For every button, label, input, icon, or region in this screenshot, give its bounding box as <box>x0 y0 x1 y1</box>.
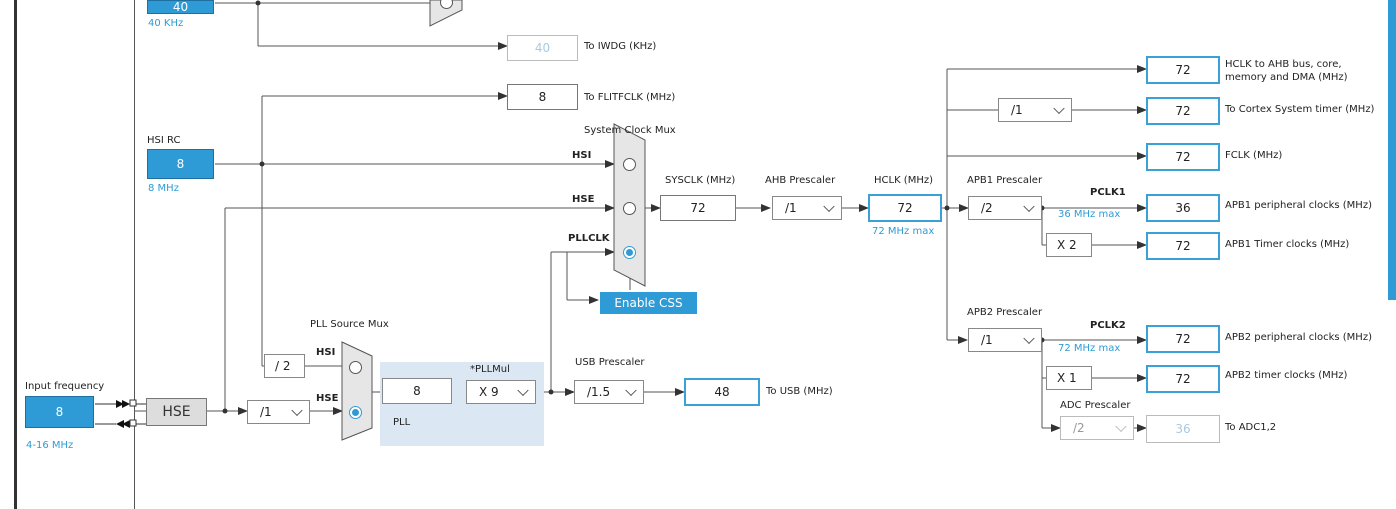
flitf-label: To FLITFCLK (MHz) <box>584 92 676 103</box>
apb1-timer-value-box: 72 <box>1146 232 1220 260</box>
sysmux-hse-label: HSE <box>572 194 595 205</box>
ahb-prescaler-title: AHB Prescaler <box>765 175 836 186</box>
cortex-divider-value: /1 <box>1011 103 1023 117</box>
left-panel-border <box>14 0 17 509</box>
usb-prescaler-value: /1.5 <box>587 385 611 399</box>
hclk-ahb-label-line2: memory and DMA (MHz) <box>1225 72 1348 83</box>
scrollbar[interactable] <box>1388 0 1396 300</box>
pllsrc-hsi-radio[interactable] <box>349 361 362 374</box>
pclk2-label: PCLK2 <box>1090 320 1126 331</box>
input-frequency-range: 4-16 MHz <box>26 440 74 451</box>
hse-oscillator: HSE <box>146 398 207 426</box>
apb1-timer-label: APB1 Timer clocks (MHz) <box>1225 239 1350 250</box>
chevron-down-icon <box>517 384 529 397</box>
sysmux-hsi-radio[interactable] <box>623 158 636 171</box>
flitf-value-box: 8 <box>507 84 578 110</box>
apb2-periph-value-box: 72 <box>1146 325 1220 353</box>
pll-source-mux-title: PLL Source Mux <box>310 319 389 330</box>
fclk-label: FCLK (MHz) <box>1225 150 1283 161</box>
usb-prescaler-select[interactable]: /1.5 <box>574 380 644 404</box>
hsi-frequency: 8 MHz <box>148 183 179 194</box>
sysmux-pllclk-radio[interactable] <box>623 246 636 259</box>
apb1-periph-label: APB1 peripheral clocks (MHz) <box>1225 200 1372 211</box>
adc-prescaler-value: /2 <box>1073 421 1085 435</box>
pll-source-mux-shape <box>341 341 373 441</box>
iwdg-value-box: 40 <box>507 35 578 61</box>
apb2-timer-label: APB2 timer clocks (MHz) <box>1225 370 1348 381</box>
apb2-prescaler-title: APB2 Prescaler <box>967 307 1043 318</box>
cortex-value-box: 72 <box>1146 97 1220 125</box>
panel-divider <box>134 0 135 509</box>
chevron-down-icon <box>823 200 835 213</box>
chevron-down-icon <box>1023 332 1035 345</box>
hclk-title: HCLK (MHz) <box>874 175 934 186</box>
pll-input-value: 8 <box>382 378 452 404</box>
input-frequency-value[interactable]: 8 <box>25 396 94 428</box>
adc-label: To ADC1,2 <box>1225 422 1277 433</box>
pllsrc-hse-radio[interactable] <box>349 406 362 419</box>
pll-multiplier-select[interactable]: X 9 <box>466 380 536 404</box>
apb2-prescaler-select[interactable]: /1 <box>968 328 1042 352</box>
ahb-prescaler-select[interactable]: /1 <box>772 196 842 220</box>
cortex-label: To Cortex System timer (MHz) <box>1225 104 1375 115</box>
ahb-prescaler-value: /1 <box>785 201 797 215</box>
usb-value-box: 48 <box>684 378 760 406</box>
hsi-title: HSI RC <box>147 135 181 146</box>
pclk1-label: PCLK1 <box>1090 187 1126 198</box>
sysclk-title: SYSCLK (MHz) <box>665 175 736 186</box>
sysclk-value-box: 72 <box>660 195 736 221</box>
hclk-value-input[interactable]: 72 <box>868 194 942 222</box>
hsi-value-box[interactable]: 8 <box>147 149 214 179</box>
hclk-ahb-value-box: 72 <box>1146 56 1220 84</box>
apb1-timer-multiplier: X 2 <box>1046 233 1092 257</box>
usb-label: To USB (MHz) <box>766 386 833 397</box>
apb1-max: 36 MHz max <box>1058 209 1121 220</box>
rtc-mux-radio[interactable] <box>440 0 453 9</box>
pllsrc-hse-label: HSE <box>316 393 339 404</box>
adc-value-box: 36 <box>1146 415 1220 443</box>
system-clock-mux-title: System Clock Mux <box>584 125 676 136</box>
pll-block <box>380 362 544 446</box>
cortex-divider-select[interactable]: /1 <box>998 98 1072 122</box>
adc-prescaler-select[interactable]: /2 <box>1060 416 1134 440</box>
hse-prediv-select[interactable]: /1 <box>247 400 310 424</box>
enable-css-button[interactable]: Enable CSS <box>600 292 697 314</box>
chevron-down-icon <box>291 404 303 417</box>
pll-multiplier-value: X 9 <box>479 385 499 399</box>
apb2-timer-multiplier: X 1 <box>1046 366 1092 390</box>
sysmux-pllclk-label: PLLCLK <box>568 233 610 244</box>
lse-value-box[interactable]: 40 <box>147 0 214 14</box>
fclk-value-box: 72 <box>1146 143 1220 171</box>
chevron-down-icon <box>625 384 637 397</box>
apb2-prescaler-value: /1 <box>981 333 993 347</box>
apb1-prescaler-title: APB1 Prescaler <box>967 175 1043 186</box>
apb1-prescaler-value: /2 <box>981 201 993 215</box>
sysmux-hse-radio[interactable] <box>623 202 636 215</box>
chevron-down-icon <box>1053 102 1065 115</box>
pllsrc-hsi-label: HSI <box>316 347 336 358</box>
apb2-periph-label: APB2 peripheral clocks (MHz) <box>1225 332 1372 343</box>
hclk-max: 72 MHz max <box>872 226 935 237</box>
usb-prescaler-title: USB Prescaler <box>575 357 645 368</box>
hclk-ahb-label-line1: HCLK to AHB bus, core, <box>1225 59 1342 70</box>
pll-label: PLL <box>393 417 411 428</box>
input-frequency-title: Input frequency <box>25 381 105 392</box>
adc-prescaler-title: ADC Prescaler <box>1060 400 1131 411</box>
pll-mul-title: *PLLMul <box>470 364 510 375</box>
iwdg-label: To IWDG (KHz) <box>584 41 657 52</box>
chevron-down-icon <box>1115 420 1127 433</box>
pll-hsi-div2: / 2 <box>264 354 305 378</box>
apb1-prescaler-select[interactable]: /2 <box>968 196 1042 220</box>
apb2-max: 72 MHz max <box>1058 343 1121 354</box>
lse-frequency: 40 KHz <box>148 18 184 29</box>
rtc-mux-shape <box>429 0 463 27</box>
apb1-periph-value-box: 36 <box>1146 194 1220 222</box>
chevron-down-icon <box>1023 200 1035 213</box>
sysmux-hsi-label: HSI <box>572 150 592 161</box>
hse-prediv-value: /1 <box>260 405 272 419</box>
apb2-timer-value-box: 72 <box>1146 365 1220 393</box>
